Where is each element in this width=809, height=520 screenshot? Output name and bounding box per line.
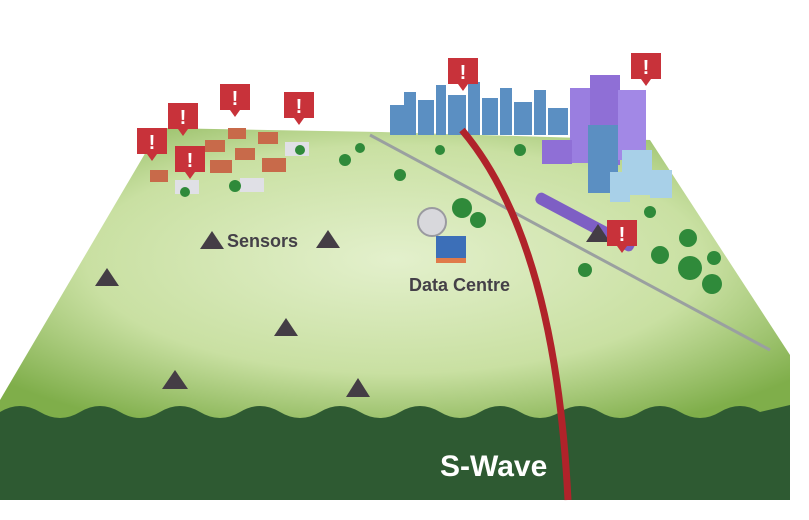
data-centre-label: Data Centre (409, 275, 510, 295)
alert-icon: ! (180, 107, 187, 129)
alert-icon: ! (232, 88, 239, 110)
sensor-icon (95, 268, 119, 286)
alert-icon: ! (296, 96, 303, 118)
alerts: ! ! ! ! ! ! ! ! (137, 53, 661, 253)
sensor-icon (274, 318, 298, 336)
ground-plateau (0, 128, 790, 420)
sensors (95, 224, 610, 397)
city-skyline (390, 82, 568, 135)
sensors-label: Sensors (227, 231, 298, 251)
sensor-icon (346, 378, 370, 397)
data-centre-building (417, 207, 466, 263)
s-wave-front (459, 127, 572, 501)
high-rise-towers (542, 75, 672, 202)
ground-front-face (0, 405, 790, 500)
trees (180, 143, 722, 294)
sensor-icon (162, 370, 188, 389)
sensor-icon (316, 230, 340, 248)
alert-icon: ! (619, 224, 626, 246)
alert-icon: ! (149, 132, 156, 154)
alert-icon: ! (460, 62, 467, 84)
sensor-icon (586, 224, 610, 242)
sensor-icon (200, 231, 224, 249)
alert-icon: ! (187, 150, 194, 172)
alert-icon: ! (643, 57, 650, 79)
railway (369, 133, 771, 352)
s-wave-label: S-Wave (440, 450, 547, 483)
